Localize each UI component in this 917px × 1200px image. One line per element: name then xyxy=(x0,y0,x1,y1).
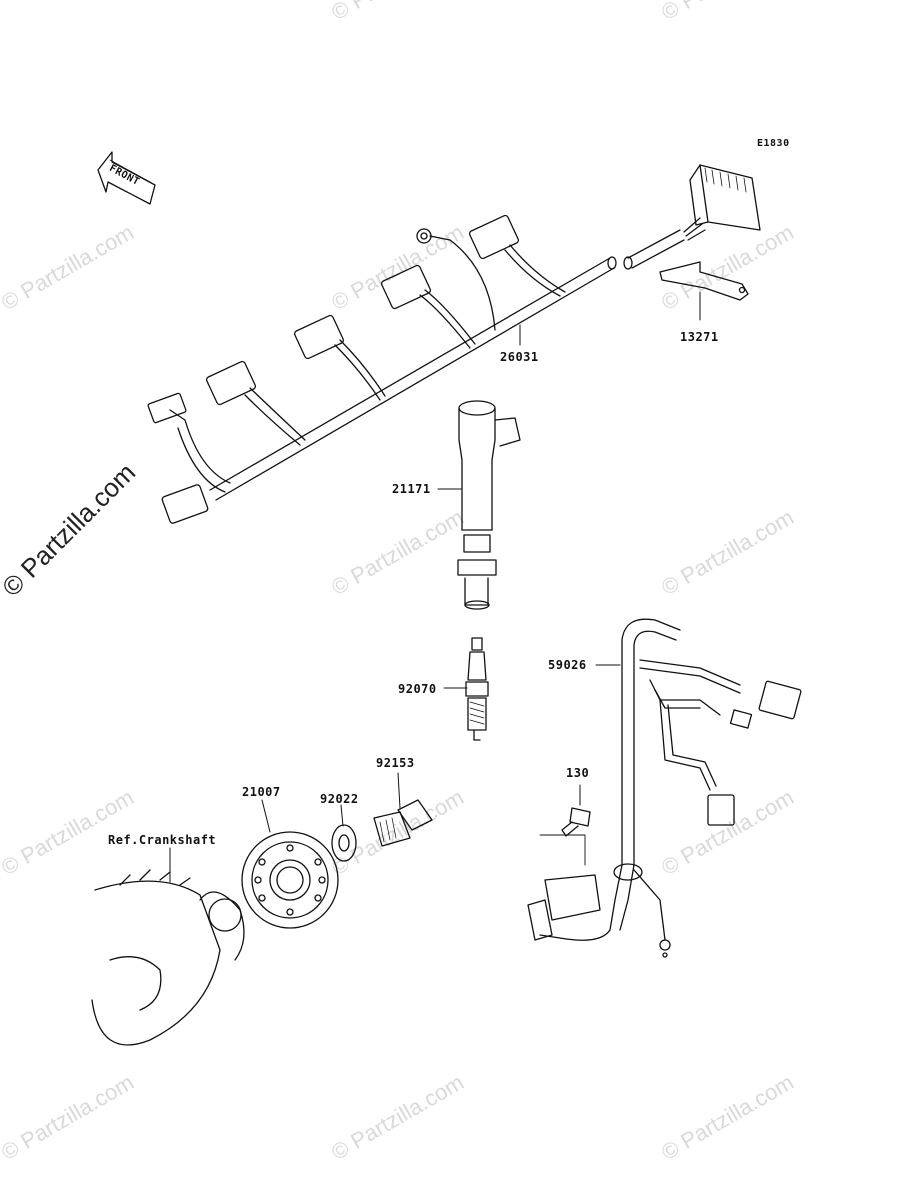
part-label-26031[interactable]: 26031 xyxy=(500,350,539,364)
part-label-92022[interactable]: 92022 xyxy=(320,792,359,806)
part-label-21171[interactable]: 21171 xyxy=(392,482,431,496)
leader-lines xyxy=(169,291,701,883)
spark-plug xyxy=(465,637,489,741)
part-label-92070[interactable]: 92070 xyxy=(398,682,437,696)
ecu-connector xyxy=(689,164,761,231)
crankshaft xyxy=(91,869,245,1046)
timing-rotor xyxy=(241,831,339,929)
ignition-coil xyxy=(457,400,521,610)
part-label-130[interactable]: 130 xyxy=(566,766,590,780)
part-label-21007[interactable]: 21007 xyxy=(242,785,281,799)
front-arrow-icon xyxy=(97,151,156,205)
washer-92022 xyxy=(331,824,357,862)
sub-harness xyxy=(527,618,802,958)
bolt-92153 xyxy=(373,799,433,847)
ref-crankshaft-label: Ref.Crankshaft xyxy=(108,833,217,847)
part-label-59026[interactable]: 59026 xyxy=(548,658,587,672)
part-label-13271[interactable]: 13271 xyxy=(680,330,719,344)
diagram-code: E1830 xyxy=(757,138,790,149)
bolt-130 xyxy=(539,807,591,866)
bracket-13271 xyxy=(659,261,749,301)
part-label-92153[interactable]: 92153 xyxy=(376,756,415,770)
main-harness xyxy=(147,214,706,524)
